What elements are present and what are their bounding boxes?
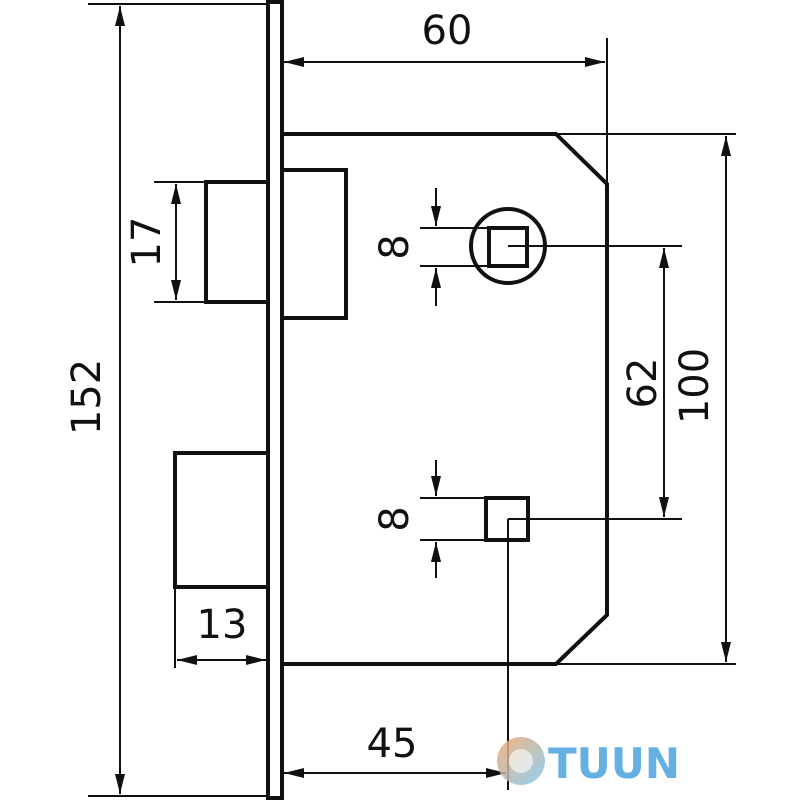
dim-152-label: 152 <box>64 359 110 435</box>
logo-text: TUUN <box>548 739 680 788</box>
faceplate <box>266 0 284 800</box>
dim-13-label: 13 <box>197 602 248 648</box>
dim-60-label: 60 <box>422 8 473 54</box>
dim-100-label: 100 <box>672 348 718 424</box>
lock-body <box>282 132 609 666</box>
deadbolt <box>173 451 270 589</box>
latch-bolt <box>204 180 270 304</box>
dim-45-label: 45 <box>367 721 418 767</box>
watermark-logo: TUUN <box>497 737 680 788</box>
dim-17-label: 17 <box>124 217 170 268</box>
dimension-lines <box>115 6 731 794</box>
extension-lines <box>88 3 736 797</box>
dim-62-label: 62 <box>620 358 666 409</box>
dim-8-bottom-label: 8 <box>372 506 418 531</box>
dim-8-top-label: 8 <box>372 234 418 259</box>
latch-housing <box>280 168 348 320</box>
